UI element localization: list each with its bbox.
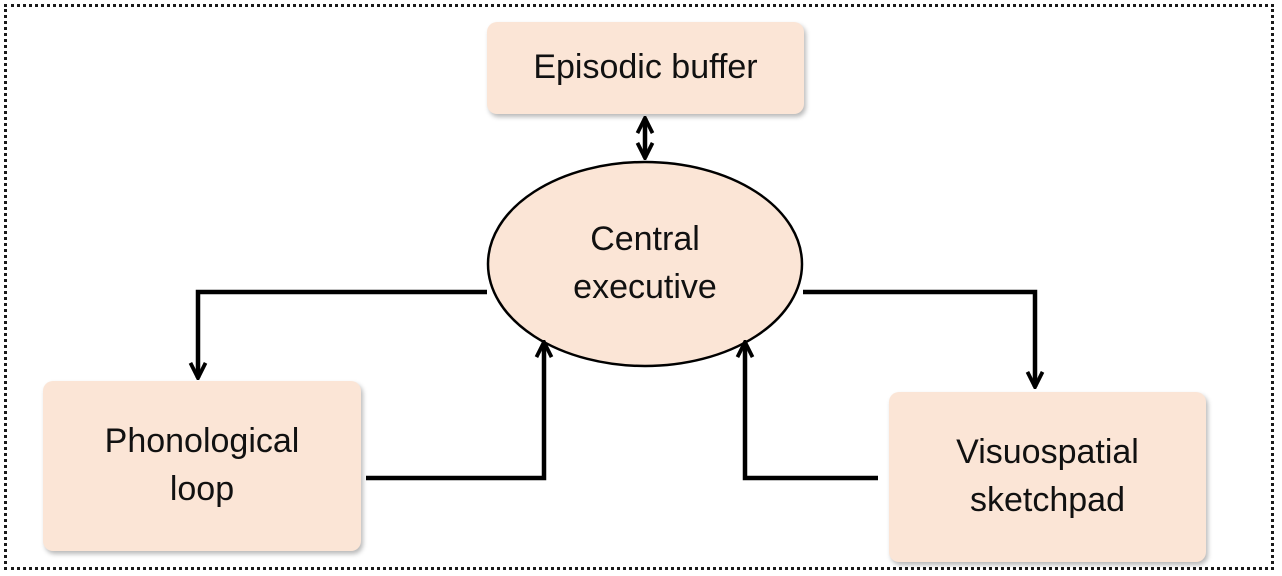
executive-to-visuospatial-arrow	[803, 289, 1035, 387]
phonological-loop-label-line2: loop	[169, 470, 235, 508]
diagram-frame	[4, 4, 1274, 570]
visuospatial-sketchpad-label-line1: Visuospatial	[956, 433, 1139, 472]
visuospatial-sketchpad-node: Visuospatial sketchpad	[889, 392, 1206, 562]
executive-to-phonological-arrow	[198, 289, 487, 378]
visuospatial-sketchpad-label-line2: sketchpad	[970, 481, 1125, 519]
central-executive-node	[486, 160, 804, 368]
phonological-loop-label-line1: Phonological	[104, 422, 300, 461]
episodic-buffer-node: Episodic buffer	[487, 22, 804, 114]
phonological-to-executive-arrow	[366, 342, 544, 481]
phonological-loop-node: Phonological loop	[43, 381, 361, 551]
visuospatial-to-executive-arrow	[745, 342, 878, 481]
episodic-buffer-label: Episodic buffer	[533, 48, 758, 87]
